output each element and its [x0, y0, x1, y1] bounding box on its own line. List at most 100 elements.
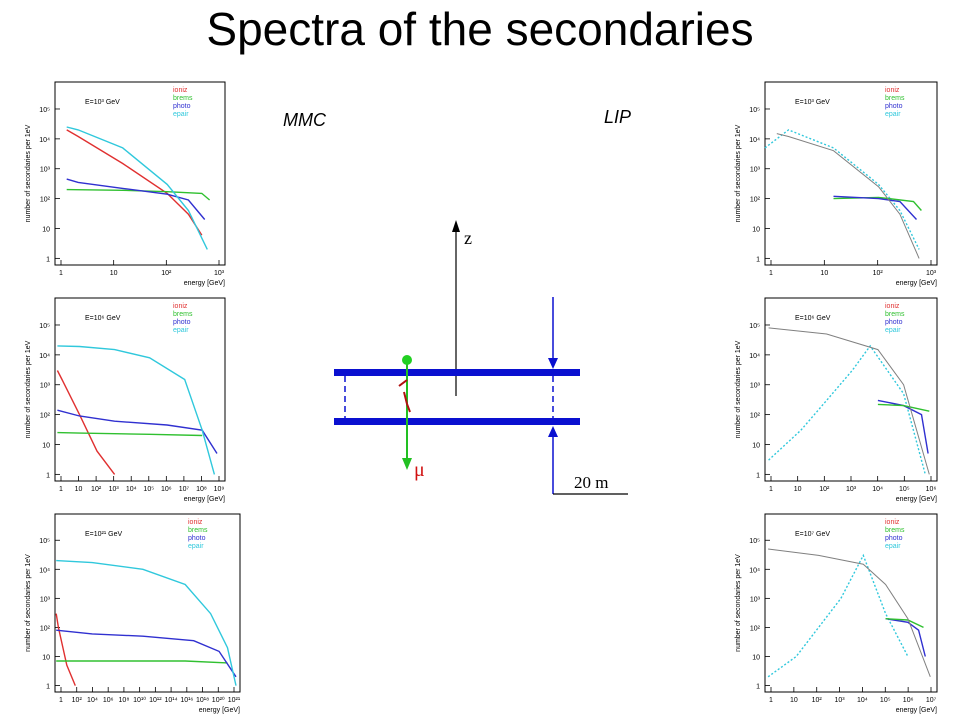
y-tick-label: 1	[46, 684, 50, 691]
series-photo	[877, 399, 929, 454]
x-tick-label: 10²	[72, 697, 83, 704]
y-axis-label: number of secondaries per 1eV	[735, 554, 742, 652]
plot-frame	[764, 513, 938, 693]
y-tick-label: 10³	[750, 383, 761, 390]
series-photo	[57, 409, 218, 454]
y-tick-label: 1	[756, 472, 760, 479]
y-tick-label: 1	[756, 256, 760, 263]
legend-ioniz: ioniz	[885, 519, 900, 526]
y-tick-label: 10⁴	[39, 567, 50, 574]
y-tick-label: 10⁵	[39, 107, 50, 114]
x-tick-label: 10²	[812, 697, 823, 704]
legend-epair: epair	[188, 543, 204, 550]
legend-brems: brems	[173, 95, 193, 102]
x-tick-label: 10⁷	[926, 697, 937, 704]
x-tick-label: 10³	[109, 486, 120, 493]
detector-diagram: z 20 m μ	[334, 220, 628, 495]
y-tick-label: 10²	[750, 413, 761, 420]
x-axis-label: energy [GeV]	[184, 280, 225, 287]
x-tick-label: 10¹⁶	[180, 697, 193, 704]
legend-photo: photo	[173, 319, 191, 326]
y-tick-label: 10	[42, 654, 50, 661]
y-tick-label: 10²	[750, 197, 761, 204]
y-tick-label: 10⁵	[749, 538, 760, 545]
x-tick-label: 10⁶	[103, 697, 114, 704]
z-axis-arrowhead	[452, 220, 460, 232]
y-tick-label: 10³	[40, 596, 51, 603]
y-tick-label: 10	[752, 226, 760, 233]
plot-frame	[764, 297, 938, 482]
legend-epair: epair	[885, 543, 901, 550]
legend-photo: photo	[173, 103, 191, 110]
legend-epair: epair	[885, 111, 901, 118]
x-tick-label: 10	[75, 486, 83, 493]
x-tick-label: 10²	[819, 486, 830, 493]
series-brems	[57, 431, 203, 437]
scale-arrow-bottom-head	[548, 426, 558, 437]
x-tick-label: 1	[59, 270, 63, 277]
y-tick-label: 1	[756, 684, 760, 691]
y-axis-label: number of secondaries per 1eV	[25, 554, 32, 652]
x-tick-label: 10⁴	[126, 486, 137, 493]
x-tick-label: 10⁶	[926, 486, 937, 493]
secondary-track-2	[403, 391, 411, 413]
series-epair	[768, 344, 926, 475]
y-tick-label: 10³	[750, 167, 761, 174]
x-tick-label: 10¹⁰	[133, 696, 146, 704]
scale-label: 20 m	[574, 473, 608, 492]
y-tick-label: 10²	[750, 625, 761, 632]
series-fit	[776, 133, 920, 259]
x-tick-label: 10³	[214, 270, 225, 277]
series-ioniz	[56, 370, 116, 475]
legend-epair: epair	[885, 327, 901, 334]
legend-ioniz: ioniz	[173, 87, 188, 94]
legend-ioniz: ioniz	[188, 519, 203, 526]
energy-label: E=10²¹ GeV	[85, 531, 122, 538]
label-lip: LIP	[604, 107, 632, 127]
charts-layer: 1 10 10² 10³ 10⁴ 10⁵ 1 10 10² 10³ energy [GeV] numb…	[25, 81, 938, 714]
energy-label: E=10³ GeV	[85, 99, 120, 106]
x-tick-label: 10	[110, 270, 118, 277]
x-tick-label: 10⁴	[87, 697, 98, 704]
x-tick-label: 10³	[926, 270, 937, 277]
x-tick-label: 10⁷	[179, 486, 190, 493]
legend-ioniz: ioniz	[173, 303, 188, 310]
legend-brems: brems	[885, 527, 905, 534]
series-epair	[66, 126, 208, 250]
muon-label: μ	[414, 459, 425, 481]
z-axis-label: z	[464, 228, 472, 248]
x-tick-label: 10⁵	[143, 486, 154, 493]
series-ioniz	[55, 613, 76, 686]
x-tick-label: 10³	[835, 697, 846, 704]
y-tick-label: 10⁵	[39, 323, 50, 330]
y-tick-label: 10³	[40, 167, 51, 174]
y-tick-label: 10⁵	[749, 107, 760, 114]
legend-brems: brems	[885, 95, 905, 102]
y-tick-label: 10⁴	[749, 567, 760, 574]
x-tick-label: 10²	[161, 270, 172, 277]
y-tick-label: 10	[752, 654, 760, 661]
x-tick-label: 1	[769, 486, 773, 493]
y-tick-label: 10⁴	[749, 353, 760, 360]
x-tick-label: 10²	[873, 270, 884, 277]
x-axis-label: energy [GeV]	[896, 280, 937, 287]
y-axis-label: number of secondaries per 1eV	[735, 124, 742, 222]
x-tick-label: 1	[59, 697, 63, 704]
legend-photo: photo	[885, 319, 903, 326]
y-tick-label: 10	[752, 442, 760, 449]
series-photo	[56, 629, 237, 678]
series-photo	[66, 178, 206, 220]
x-tick-label: 1	[59, 486, 63, 493]
series-ioniz	[66, 129, 203, 236]
legend-brems: brems	[188, 527, 208, 534]
energy-label: E=10⁶ GeV	[85, 315, 121, 322]
x-tick-label: 10⁶	[903, 697, 914, 704]
series-epair	[57, 345, 216, 475]
legend-photo: photo	[188, 535, 206, 542]
secondary-track-1	[398, 379, 408, 387]
